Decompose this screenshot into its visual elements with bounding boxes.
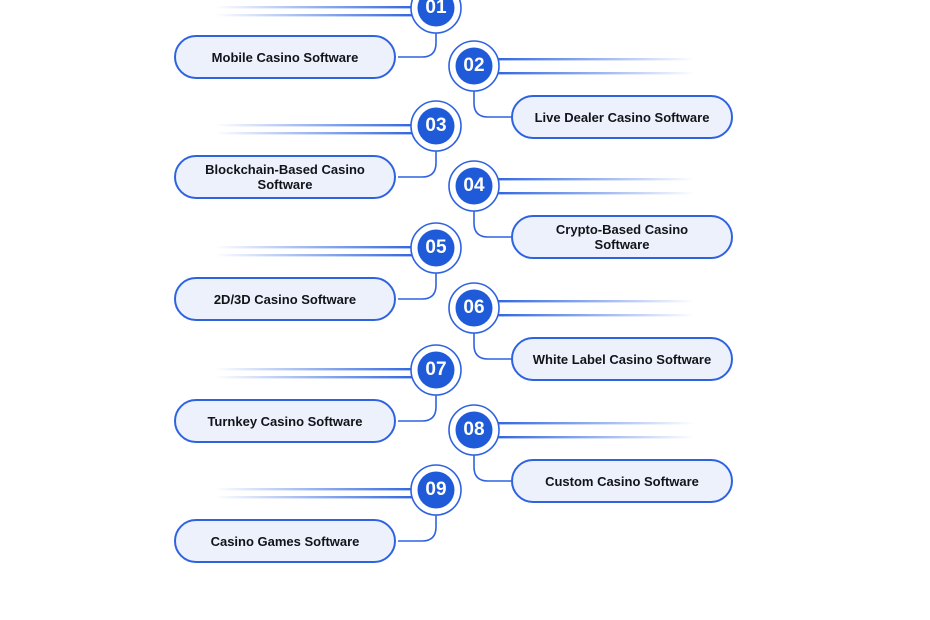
connector-07 bbox=[398, 394, 437, 422]
badge-disc-02 bbox=[455, 47, 493, 85]
item-label: 2D/3D Casino Software bbox=[213, 291, 357, 307]
connector-05 bbox=[398, 272, 437, 300]
speed-line-bottom-06 bbox=[494, 314, 695, 317]
speed-line-bottom-01 bbox=[215, 14, 416, 17]
number-badge-05: 05 bbox=[425, 237, 447, 258]
item-pill-05: 2D/3D Casino Software bbox=[174, 277, 396, 321]
badge-disc-08 bbox=[455, 411, 493, 449]
connector-06 bbox=[473, 332, 512, 360]
connector-08 bbox=[473, 454, 512, 482]
number-badge-09: 09 bbox=[425, 479, 447, 500]
number-badge-01: 01 bbox=[425, 0, 447, 18]
item-label: Custom Casino Software bbox=[545, 473, 699, 489]
badge-disc-07 bbox=[417, 351, 455, 389]
badge-disc-04 bbox=[455, 167, 493, 205]
item-pill-04: Crypto-Based Casino Software bbox=[511, 215, 733, 259]
badge-disc-06 bbox=[455, 289, 493, 327]
speed-line-bottom-03 bbox=[215, 132, 416, 135]
item-label: Casino Games Software bbox=[210, 533, 360, 549]
connector-01 bbox=[398, 32, 437, 58]
speed-line-bottom-04 bbox=[494, 192, 695, 195]
speed-line-bottom-05 bbox=[215, 254, 416, 257]
number-badge-02: 02 bbox=[463, 55, 485, 76]
number-badge-08: 08 bbox=[463, 419, 485, 440]
speed-line-top-07 bbox=[215, 368, 416, 371]
speed-line-bottom-02 bbox=[494, 72, 695, 75]
item-pill-03: Blockchain-Based Casino Software bbox=[174, 155, 396, 199]
item-label: White Label Casino Software bbox=[532, 351, 712, 367]
speed-line-top-09 bbox=[215, 488, 416, 491]
connector-02 bbox=[473, 90, 512, 118]
item-pill-08: Custom Casino Software bbox=[511, 459, 733, 503]
number-badge-03: 03 bbox=[425, 115, 447, 136]
speed-line-top-05 bbox=[215, 246, 416, 249]
number-badge-07: 07 bbox=[425, 359, 447, 380]
item-pill-01: Mobile Casino Software bbox=[174, 35, 396, 79]
item-label: Mobile Casino Software bbox=[211, 49, 359, 65]
speed-line-top-01 bbox=[215, 6, 416, 9]
connector-09 bbox=[398, 514, 437, 542]
item-pill-06: White Label Casino Software bbox=[511, 337, 733, 381]
badge-disc-05 bbox=[417, 229, 455, 267]
speed-line-top-03 bbox=[215, 124, 416, 127]
speed-line-bottom-07 bbox=[215, 376, 416, 379]
speed-line-bottom-08 bbox=[494, 436, 695, 439]
item-label: Blockchain-Based Casino Software bbox=[205, 162, 365, 192]
speed-line-bottom-09 bbox=[215, 496, 416, 499]
item-label: Crypto-Based Casino Software bbox=[555, 222, 689, 252]
item-label: Live Dealer Casino Software bbox=[534, 109, 710, 125]
badge-disc-01 bbox=[417, 0, 455, 27]
speed-line-top-02 bbox=[494, 58, 695, 61]
speed-line-top-06 bbox=[494, 300, 695, 303]
number-badge-06: 06 bbox=[463, 297, 485, 318]
speed-line-top-04 bbox=[494, 178, 695, 181]
connector-03 bbox=[398, 150, 437, 178]
speed-line-top-08 bbox=[494, 422, 695, 425]
item-pill-07: Turnkey Casino Software bbox=[174, 399, 396, 443]
item-pill-02: Live Dealer Casino Software bbox=[511, 95, 733, 139]
badge-disc-03 bbox=[417, 107, 455, 145]
item-label: Turnkey Casino Software bbox=[207, 413, 363, 429]
badge-disc-09 bbox=[417, 471, 455, 509]
number-badge-04: 04 bbox=[463, 175, 485, 196]
connector-04 bbox=[473, 210, 512, 238]
item-pill-09: Casino Games Software bbox=[174, 519, 396, 563]
